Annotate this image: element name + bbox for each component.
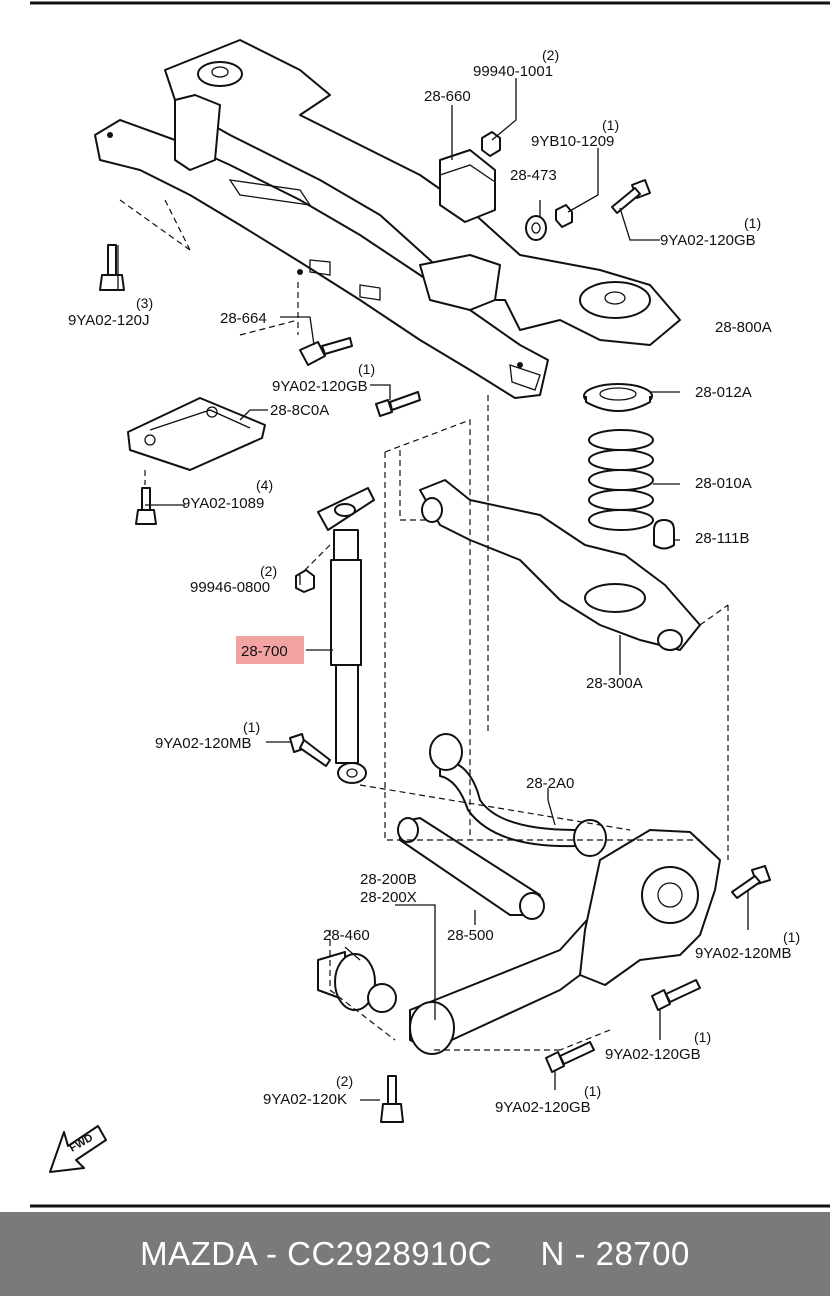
label-28-500: 28-500 <box>447 927 494 944</box>
coil-spring <box>588 429 654 531</box>
label-28-460: 28-460 <box>323 927 370 944</box>
label-28-2a0: 28-2A0 <box>526 775 574 792</box>
highlight-28-700 <box>236 636 304 664</box>
label-1089-qty: (4) <box>256 477 273 493</box>
label-gb-low-r: 9YA02-120GB <box>605 1046 701 1063</box>
sensor-block <box>439 149 496 223</box>
label-99946-qty: (2) <box>260 563 277 579</box>
shock-absorber <box>317 487 375 784</box>
upper-arm <box>429 733 607 857</box>
nut-9yb10 <box>555 204 573 228</box>
nut-99946 <box>295 569 315 593</box>
label-9ya02-j-qty: (3) <box>136 295 153 311</box>
lateral-link <box>397 817 545 920</box>
bolt-mb-left <box>289 733 331 767</box>
label-9ya02-gb-top: 9YA02-120GB <box>660 232 756 249</box>
label-1089: 9YA02-1089 <box>182 495 264 512</box>
label-28-012a: 28-012A <box>695 384 752 401</box>
footer-part-number: MAZDA - CC2928910C N - 28700 <box>140 1235 690 1272</box>
label-99940-qty: (2) <box>542 47 559 63</box>
label-k: 9YA02-120K <box>263 1091 347 1108</box>
label-99940: 99940-1001 <box>473 63 553 80</box>
label-28-800a: 28-800A <box>715 319 772 336</box>
trailing-arm <box>409 879 641 1055</box>
label-28-700: 28-700 <box>241 643 288 660</box>
label-mb-right-qty: (1) <box>783 929 800 945</box>
knuckle <box>579 829 721 986</box>
bracket-plate <box>127 397 266 471</box>
nut-99940 <box>481 131 501 157</box>
washer-28473 <box>525 215 547 241</box>
label-mb-left: 9YA02-120MB <box>155 735 251 752</box>
label-28-200b: 28-200B <box>360 871 417 888</box>
part-labels: (2) 99940-1001 28-660 (1) 9YB10-1209 28-… <box>68 47 800 1116</box>
spring-seat <box>583 383 653 412</box>
bolt-9ya02-120gb-mid <box>375 391 421 417</box>
label-k-qty: (2) <box>336 1073 353 1089</box>
bushing <box>317 951 397 1013</box>
label-9ya02-gb-mid-qty: (1) <box>358 361 375 377</box>
label-9ya02-gb-mid: 9YA02-120GB <box>272 378 368 395</box>
label-28-660: 28-660 <box>424 88 471 105</box>
label-28-300a: 28-300A <box>586 675 643 692</box>
label-99946: 99946-0800 <box>190 579 270 596</box>
label-9yb10-qty: (1) <box>602 117 619 133</box>
lower-control-arm <box>419 479 701 651</box>
label-gb-low-r-qty: (1) <box>694 1029 711 1045</box>
bolt-mb-right <box>731 865 771 899</box>
bolt-gb-low-right <box>651 979 701 1011</box>
label-28-010a: 28-010A <box>695 475 752 492</box>
bump-stop <box>653 519 675 550</box>
bolt-28-664 <box>299 337 353 366</box>
label-gb-low-c-qty: (1) <box>584 1083 601 1099</box>
label-28-200x: 28-200X <box>360 889 417 906</box>
label-28-8c0a: 28-8C0A <box>270 402 329 419</box>
label-mb-left-qty: (1) <box>243 719 260 735</box>
label-9ya02-gb-top-qty: (1) <box>744 215 761 231</box>
label-gb-low-c: 9YA02-120GB <box>495 1099 591 1116</box>
guide-lines <box>119 199 729 1051</box>
bolt-gb-low-center <box>545 1041 595 1073</box>
rear-crossmember <box>94 39 681 399</box>
label-9yb10: 9YB10-1209 <box>531 133 614 150</box>
bolt-9ya02-120k <box>380 1075 404 1123</box>
bolt-9ya02-1089 <box>135 487 157 525</box>
label-9ya02-j: 9YA02-120J <box>68 312 149 329</box>
leader-lines <box>117 78 749 1101</box>
label-mb-right: 9YA02-120MB <box>695 945 791 962</box>
label-28-111b: 28-111B <box>695 530 750 547</box>
footer-bar: MAZDA - CC2928910C N - 28700 <box>0 1212 830 1296</box>
bolt-9ya02-120j <box>99 244 125 291</box>
label-28-473: 28-473 <box>510 167 557 184</box>
bolt-9ya02-120gb-top <box>611 179 651 214</box>
label-28-664: 28-664 <box>220 310 267 327</box>
fwd-arrow-icon: FWD <box>49 1125 107 1173</box>
